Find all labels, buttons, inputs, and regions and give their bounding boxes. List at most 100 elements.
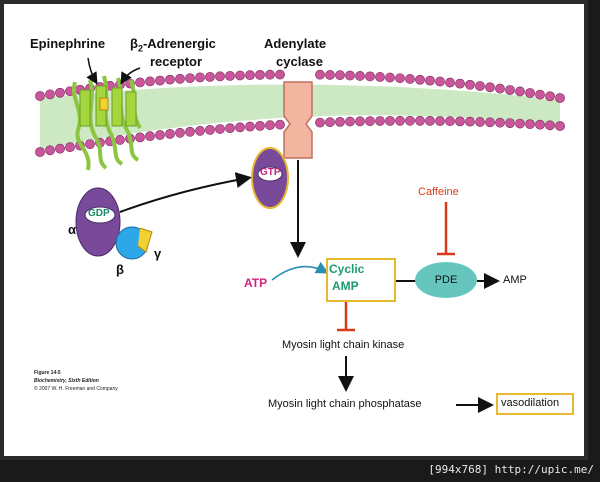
phospholipid-head [215, 124, 225, 134]
receptor-label-line2: receptor [150, 54, 203, 69]
phospholipid-head [35, 91, 45, 101]
phospholipid-head [505, 118, 515, 129]
phospholipid-head [415, 74, 425, 85]
phospholipid-head [185, 126, 195, 137]
phospholipid-head [535, 89, 545, 100]
phospholipid-head [205, 71, 215, 82]
phospholipid-head [465, 79, 475, 90]
phospholipid-head [475, 81, 485, 91]
caption-copyright: © 2007 W. H. Freeman and Company [34, 386, 118, 392]
amp-label: AMP [503, 274, 527, 286]
cell-membrane [35, 69, 565, 157]
phospholipid-head [155, 130, 165, 140]
atp-arrow [271, 261, 329, 281]
phospholipid-head [455, 78, 465, 89]
phospholipid-head [515, 86, 525, 97]
beta-symbol: β [130, 36, 138, 51]
phospholipid-head [195, 125, 205, 136]
phospholipid-head [485, 117, 495, 128]
vasodilation-box [496, 393, 574, 415]
phospholipid-head [335, 70, 345, 81]
phospholipid-head [215, 71, 225, 82]
gdp-label: GDP [88, 208, 110, 219]
phospholipid-head [245, 121, 255, 132]
phospholipid-head [265, 120, 275, 131]
phospholipid-head [35, 147, 45, 157]
phospholipid-head [375, 116, 385, 126]
phospholipid-head [515, 118, 525, 129]
g-protein-active [251, 147, 289, 209]
phospholipid-head [435, 116, 445, 126]
phospholipid-head [265, 69, 275, 80]
cyclase-label: cyclase [276, 54, 323, 69]
phospholipid-head [355, 71, 365, 81]
camp-inhibition [337, 302, 355, 332]
phospholipid-head [455, 116, 465, 127]
activation-arrow [119, 172, 252, 213]
phospholipid-head [385, 115, 395, 126]
phospholipid-head [525, 119, 535, 130]
phospholipid-head [435, 76, 445, 87]
phospholipid-head [135, 132, 145, 143]
phospholipid-head [225, 70, 235, 81]
caffeine-label: Caffeine [418, 186, 459, 198]
phospholipid-head [245, 70, 255, 81]
phospholipid-head [315, 117, 325, 128]
phospholipid-head [205, 124, 215, 135]
phospholipid-head [445, 116, 455, 127]
phospholipid-head [275, 69, 285, 80]
beta-label: β [116, 262, 124, 277]
caption-figure: Figure 14-5 [34, 370, 61, 376]
phospholipid-head [335, 116, 345, 127]
g-protein-inactive [75, 187, 153, 260]
cyclic-amp-box [326, 258, 396, 302]
beta2-adrenergic-receptor [71, 75, 142, 171]
membrane-tails [40, 84, 560, 150]
phospholipid-head [505, 85, 515, 95]
phospholipid-head [535, 119, 545, 130]
epinephrine-arrow [86, 57, 98, 85]
phospholipid-head [45, 145, 55, 156]
receptor-text: -Adrenergic [142, 36, 216, 51]
phospholipid-head [165, 128, 175, 139]
pde-label: PDE [434, 274, 458, 286]
phospholipid-head [185, 73, 195, 84]
phospholipid-head [365, 71, 375, 82]
phospholipid-head [225, 123, 235, 134]
phospholipid-head [375, 72, 385, 82]
phospholipid-head [315, 69, 325, 80]
phospholipid-head [415, 115, 425, 126]
adenylate-label: Adenylate [264, 36, 327, 51]
phospholipid-head [495, 117, 505, 128]
watermark-text: [994x768] http://upic.me/ [428, 463, 594, 476]
phospholipid-head [525, 88, 535, 98]
phospholipid-head [365, 116, 375, 127]
pde-enzyme: PDE [415, 262, 477, 298]
camp-label: AMP [332, 279, 359, 293]
phospholipid-head [475, 117, 485, 127]
adenylate-cyclase [283, 81, 313, 159]
phospholipid-head [45, 89, 55, 100]
phospholipid-head [545, 91, 555, 102]
phospholipid-head [485, 82, 495, 93]
phospholipid-head [235, 122, 245, 133]
epinephrine-label: Epinephrine [30, 36, 106, 51]
cyclic-label: Cyclic [329, 262, 365, 276]
phospholipid-head [325, 117, 335, 128]
alpha-label: α [68, 222, 76, 237]
phospholipid-head [385, 72, 395, 83]
phospholipid-head [55, 87, 65, 98]
phospholipid-head [465, 116, 475, 127]
phospholipid-head [345, 116, 355, 127]
caffeine-inhibition [437, 202, 455, 256]
gtp-label: GTP [260, 167, 281, 178]
gamma-label: γ [154, 246, 162, 261]
phospholipid-head [495, 83, 505, 94]
phospholipid-head [425, 115, 435, 126]
membrane-heads-top [35, 69, 565, 103]
phospholipid-head [195, 72, 205, 83]
phospholipid-head [425, 75, 435, 86]
phospholipid-head [445, 77, 455, 88]
phospholipid-head [85, 139, 95, 150]
